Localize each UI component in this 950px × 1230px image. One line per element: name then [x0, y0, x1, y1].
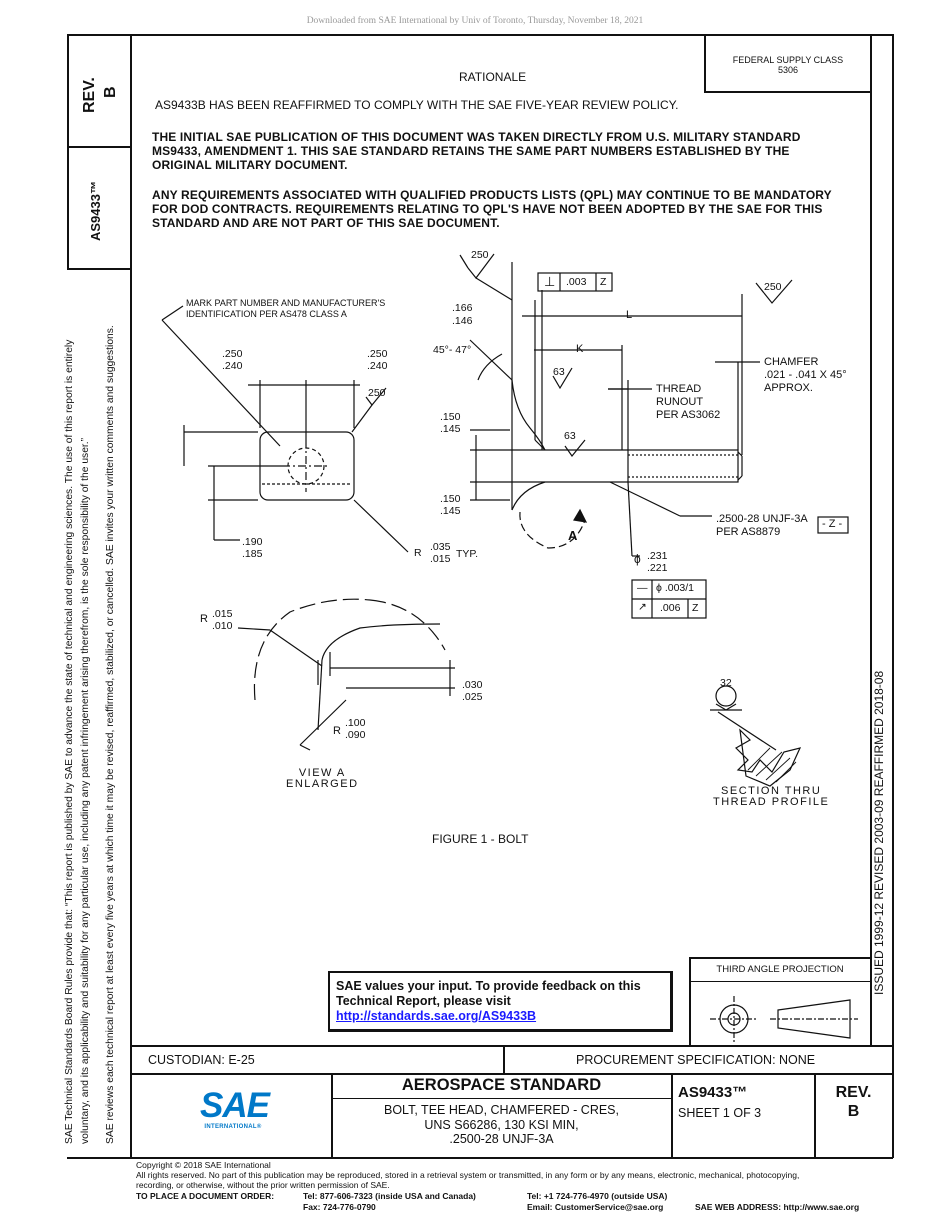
figure-caption: FIGURE 1 - BOLT [432, 832, 529, 846]
dim-150-top: .150.145 [440, 411, 461, 435]
frame-inner-left [130, 34, 132, 1158]
finish-32: 32 [720, 677, 732, 689]
sae-logo-text: SAE [200, 1086, 270, 1125]
chamfer-note: CHAMFER.021 - .041 X 45°APPROX. [764, 356, 847, 394]
fcf-row1-sym: — [637, 582, 648, 594]
feedback-box: SAE values your input. To provide feedba… [328, 971, 673, 1032]
r-015-label: R [200, 613, 208, 625]
download-notice: Downloaded from SAE International by Uni… [306, 16, 644, 26]
fsc-value: 5306 [777, 65, 799, 75]
title-doc-id: AS9433™ [678, 1084, 748, 1101]
finish-250-right: 250 [764, 281, 782, 293]
order-label: TO PLACE A DOCUMENT ORDER: [136, 1191, 275, 1201]
dim-150-bottom: .150.145 [440, 493, 461, 517]
dim-L: L [626, 309, 633, 321]
rationale-text: AS9433B HAS BEEN REAFFIRMED TO COMPLY WI… [155, 98, 679, 112]
typ-label: TYP. [456, 548, 478, 560]
feedback-link[interactable]: http://standards.sae.org/AS9433B [336, 1009, 537, 1023]
sae-logo-subtext: INTERNATIONAL® [204, 1124, 262, 1130]
copyright: Copyright © 2018 SAE International [136, 1160, 271, 1170]
fcf-row2-sym: ↗ [638, 601, 647, 613]
finish-63: 63 [553, 366, 565, 378]
sae-web-address: SAE WEB ADDRESS: http://www.sae.org [695, 1202, 860, 1212]
rationale-heading: RATIONALE [459, 70, 527, 84]
diameter-symbol: ϕ [634, 552, 641, 566]
dim-head-width-right: .250.240 [367, 348, 388, 372]
finish-250-top: 250 [471, 249, 489, 261]
fsc-label: FEDERAL SUPPLY CLASS [732, 55, 844, 65]
footer: Copyright © 2018 SAE International All r… [136, 1160, 800, 1190]
frame-right [892, 34, 894, 1158]
dim-head-width-left: .250.240 [222, 348, 243, 372]
fcf-row2: .006 [660, 602, 681, 614]
order-intl: Tel: +1 724-776-4970 (outside USA) Email… [527, 1191, 668, 1212]
perp-datum: Z [600, 276, 607, 288]
finish-63b: 63 [564, 430, 576, 442]
title-rev: REV. B [835, 1084, 872, 1120]
perp-value: .003 [566, 276, 587, 288]
angle-45-47: 45°- 47° [433, 344, 472, 356]
qpl-paragraph: ANY REQUIREMENTS ASSOCIATED WITH QUALIFI… [152, 188, 832, 230]
frame-bottom [67, 1157, 893, 1159]
custodian: CUSTODIAN: E-25 [148, 1053, 255, 1067]
document-title: BOLT, TEE HEAD, CHAMFERED - CRES, UNS S6… [384, 1103, 619, 1146]
projection-label: THIRD ANGLE PROJECTION [716, 964, 844, 975]
frame-left [67, 34, 69, 270]
dim-166: .166.146 [452, 302, 473, 327]
finish-250-head: 250 [368, 387, 386, 399]
order-phone: Tel: 877-606-7323 (inside USA and Canada… [303, 1191, 476, 1212]
dim-190: .190.185 [242, 536, 263, 560]
r-label: R [414, 547, 422, 559]
datum-z: - Z - [822, 518, 843, 530]
mark-note: MARK PART NUMBER AND MANUFACTURER'S IDEN… [186, 298, 386, 319]
fcf-row1: ϕ .003/1 [656, 582, 695, 594]
standard-type: AEROSPACE STANDARD [401, 1076, 602, 1094]
dim-030: .030.025 [462, 679, 483, 703]
fcf-row2-datum: Z [692, 602, 699, 614]
view-a-marker: A [568, 528, 578, 543]
sheet-number: SHEET 1 OF 3 [678, 1106, 762, 1120]
procurement-spec: PROCUREMENT SPECIFICATION: NONE [576, 1053, 816, 1067]
dim-035: .035.015 [430, 541, 451, 565]
dim-r100: .100.090 [345, 717, 366, 741]
frame-right-inner [870, 34, 872, 1046]
dim-231: .231.221 [647, 550, 668, 574]
dim-K: K [576, 343, 584, 355]
intro-paragraph: THE INITIAL SAE PUBLICATION OF THIS DOCU… [152, 130, 801, 172]
perp-symbol: ⊥ [544, 274, 556, 289]
sae-logo: SAE INTERNATIONAL® [200, 1086, 270, 1131]
dim-r015: .015.010 [212, 608, 233, 632]
frame-top [67, 34, 893, 36]
r-100-label: R [333, 725, 341, 737]
